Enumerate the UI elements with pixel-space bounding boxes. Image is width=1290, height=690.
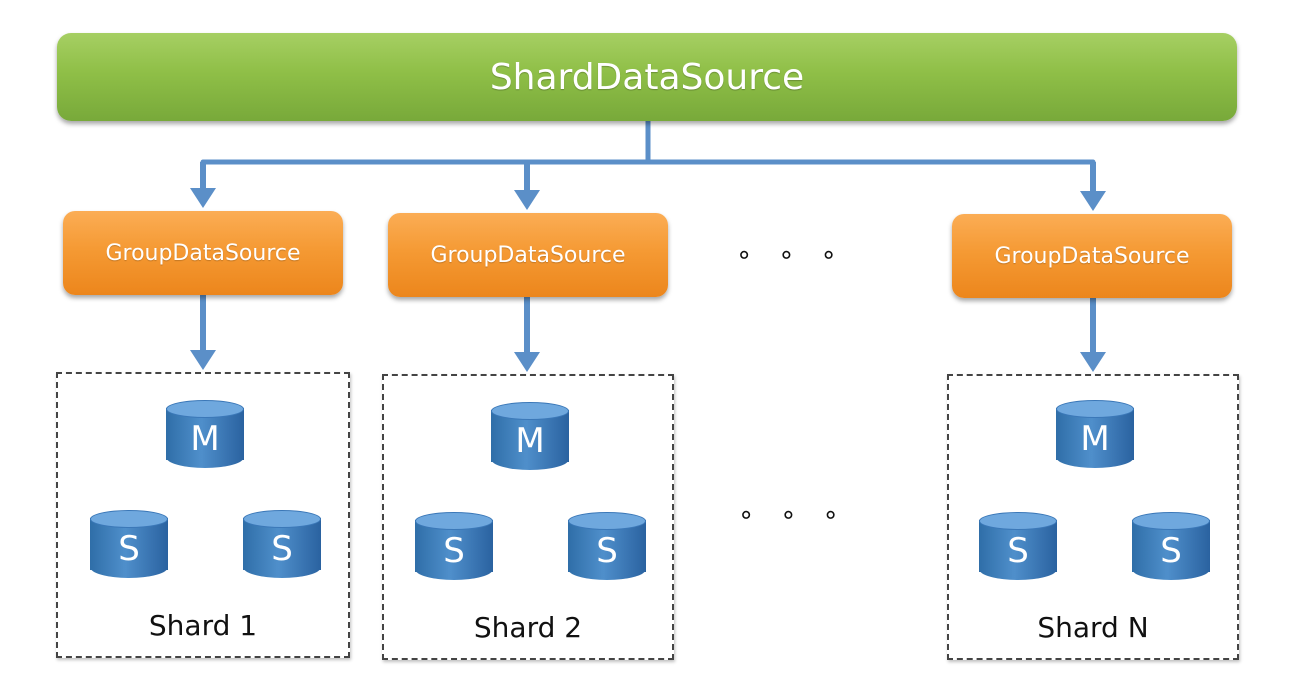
- arrow-down-icon: [1080, 352, 1106, 372]
- group-data-source-box-1: GroupDataSource: [63, 211, 343, 295]
- database-cylinder-icon: S: [568, 512, 646, 580]
- database-cylinder-icon: S: [415, 512, 493, 580]
- slave-db-label: S: [443, 531, 465, 571]
- master-db-label: M: [190, 419, 220, 459]
- slave-db-label: S: [596, 531, 618, 571]
- database-cylinder-icon: S: [1132, 512, 1210, 580]
- arrow-down-icon: [190, 350, 216, 370]
- database-cylinder-icon: M: [491, 402, 569, 470]
- shard-box-1: M S S Shard 1: [56, 372, 350, 658]
- slave-db-label: S: [1160, 531, 1182, 571]
- arrow-down-icon: [190, 188, 216, 208]
- ellipsis-middle: ∘∘∘: [738, 500, 865, 530]
- master-db-label: M: [1080, 419, 1110, 459]
- shard-box-n: M S S Shard N: [947, 374, 1239, 660]
- ellipsis-top: ∘∘∘: [736, 240, 863, 270]
- database-cylinder-icon: M: [166, 400, 244, 468]
- arrow-down-icon: [1080, 191, 1106, 211]
- shard-box-2: M S S Shard 2: [382, 374, 674, 660]
- shard-data-source-box: ShardDataSource: [57, 33, 1237, 121]
- branch-line-1: [200, 162, 206, 190]
- group-data-source-box-2: GroupDataSource: [388, 213, 668, 297]
- group-to-shard-line-3: [1090, 298, 1096, 353]
- database-cylinder-icon: M: [1056, 400, 1134, 468]
- database-cylinder-icon: S: [243, 510, 321, 578]
- group-to-shard-line-2: [524, 297, 530, 353]
- shard-label-1: Shard 1: [148, 609, 258, 642]
- group-to-shard-line-1: [200, 295, 206, 351]
- arrow-down-icon: [514, 352, 540, 372]
- slave-db-label: S: [1007, 531, 1029, 571]
- branch-line-3: [1090, 162, 1096, 192]
- master-db-label: M: [515, 421, 545, 461]
- slave-db-label: S: [118, 529, 140, 569]
- branch-line-2: [524, 162, 530, 192]
- database-cylinder-icon: S: [979, 512, 1057, 580]
- slave-db-label: S: [271, 529, 293, 569]
- database-cylinder-icon: S: [90, 510, 168, 578]
- shard-label-2: Shard 2: [473, 611, 583, 644]
- shard-label-n: Shard N: [1037, 611, 1149, 644]
- group-data-source-box-3: GroupDataSource: [952, 214, 1232, 298]
- arrow-down-icon: [514, 190, 540, 210]
